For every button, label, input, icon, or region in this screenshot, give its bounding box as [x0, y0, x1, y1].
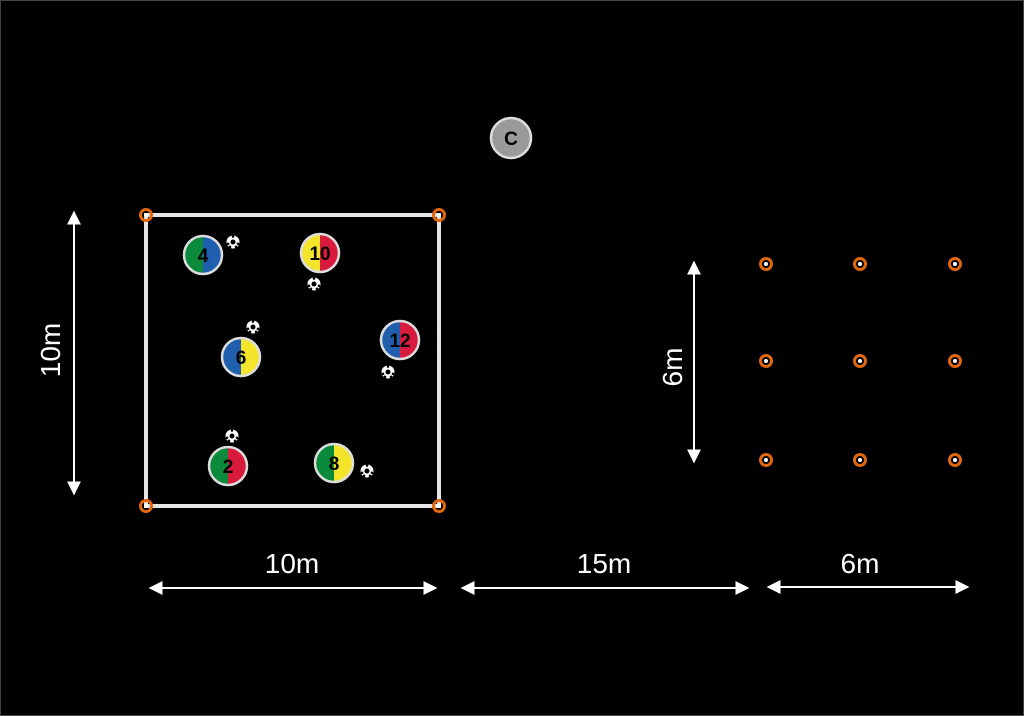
ball-icon: [245, 319, 261, 335]
player-2: 2: [207, 445, 249, 487]
playing-square: [144, 213, 441, 508]
player-left-half: [222, 338, 241, 376]
player-6: 6: [220, 336, 262, 378]
player-outline: [182, 234, 224, 276]
player-outline: [313, 442, 355, 484]
player-left-half: [381, 321, 400, 359]
player-outline: [299, 232, 341, 274]
player-right-half: [241, 338, 260, 376]
player-right-half: [400, 321, 419, 359]
player-right-half: [320, 234, 339, 272]
player-12: 12: [379, 319, 421, 361]
player-left-half: [301, 234, 320, 272]
player-number: 10: [309, 244, 330, 265]
label-gap-width: 15m: [577, 548, 631, 579]
player-right-half: [228, 447, 247, 485]
ball-icon: [380, 364, 396, 380]
coach-label: C: [504, 129, 518, 150]
player-left-half: [315, 444, 334, 482]
player-outline: [220, 336, 262, 378]
player-10: 10: [299, 232, 341, 274]
player-number: 4: [198, 246, 209, 267]
ball-icon: [359, 463, 375, 479]
label-square-height: 10m: [35, 323, 66, 377]
player-number: 12: [389, 331, 410, 352]
player-number: 8: [329, 454, 340, 475]
label-grid-width: 6m: [841, 548, 880, 579]
player-right-half: [334, 444, 353, 482]
label-grid-height: 6m: [657, 348, 688, 387]
ball-icon: [306, 276, 322, 292]
player-left-half: [184, 236, 203, 274]
ball-icon: [225, 234, 241, 250]
player-outline: [379, 319, 421, 361]
player-right-half: [203, 236, 222, 274]
coach-marker: C: [489, 116, 533, 160]
label-square-width: 10m: [265, 548, 319, 579]
player-outline: [207, 445, 249, 487]
player-number: 2: [223, 457, 234, 478]
player-8: 8: [313, 442, 355, 484]
ball-icon: [224, 428, 240, 444]
player-left-half: [209, 447, 228, 485]
player-4: 4: [182, 234, 224, 276]
player-number: 6: [236, 348, 247, 369]
